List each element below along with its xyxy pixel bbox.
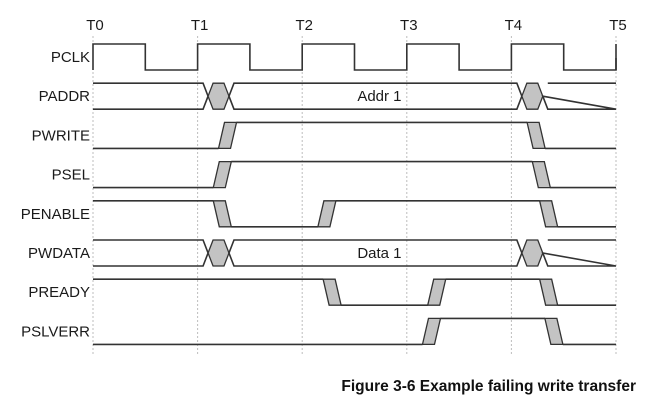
- time-label-t0: T0: [86, 17, 104, 34]
- signal-label-penable: PENABLE: [21, 206, 90, 223]
- bus-transition: [521, 239, 544, 267]
- transition-rise: [217, 121, 238, 150]
- bus-segment: [228, 239, 523, 267]
- transition-rise: [421, 317, 442, 346]
- signal-label-pslverr: PSLVERR: [21, 323, 90, 340]
- bus-segment: [93, 82, 209, 110]
- bus-segment: [541, 82, 617, 110]
- bus-transition: [207, 239, 230, 267]
- signal-penable: PENABLE: [21, 200, 616, 228]
- transition-fall: [531, 160, 552, 189]
- bus-segment: [541, 239, 617, 267]
- transition-fall: [322, 278, 342, 306]
- transition-fall: [526, 121, 546, 150]
- bus-segment: [228, 82, 523, 110]
- signal-pwrite: PWRITE: [32, 121, 616, 150]
- signal-label-pwdata: PWDATA: [28, 245, 90, 262]
- signal-label-paddr: PADDR: [39, 88, 91, 105]
- signal-label-pready: PREADY: [28, 284, 90, 301]
- bus-value-label: Data 1: [357, 245, 401, 262]
- transition-fall: [538, 200, 559, 228]
- signal-pclk: PCLK: [51, 43, 617, 71]
- transition-fall: [544, 317, 564, 346]
- signal-label-psel: PSEL: [52, 167, 90, 184]
- time-label-t2: T2: [295, 17, 313, 34]
- signal-paddr: PADDR Addr 1: [39, 82, 617, 110]
- clock-waveform: [92, 43, 617, 71]
- transition-rise: [317, 200, 337, 228]
- figure-caption: Figure 3-6 Example failing write transfe…: [341, 378, 636, 395]
- bus-transition: [207, 82, 230, 110]
- bus-value-label: Addr 1: [357, 88, 401, 105]
- time-label-t5: T5: [609, 17, 627, 34]
- signal-pready: PREADY: [28, 278, 616, 307]
- transition-fall: [538, 278, 559, 306]
- bus-segment: [93, 239, 209, 267]
- transition-rise: [212, 160, 233, 189]
- signal-psel: PSEL: [52, 160, 616, 189]
- time-label-t4: T4: [505, 17, 523, 34]
- signal-waveforms: PCLK PADDR Addr 1 PWRITE PSEL PENABLE PWDATA Da…: [21, 43, 617, 346]
- signal-pslverr: PSLVERR: [21, 317, 616, 346]
- signal-pwdata: PWDATA Data 1: [28, 239, 617, 267]
- signal-label-pwrite: PWRITE: [32, 127, 90, 144]
- time-label-t1: T1: [191, 17, 209, 34]
- bus-transition: [521, 82, 544, 110]
- transition-rise: [426, 278, 447, 306]
- time-marker-labels: T0 T1 T2 T3 T4 T5: [86, 17, 627, 34]
- time-label-t3: T3: [400, 17, 418, 34]
- signal-label-pclk: PCLK: [51, 49, 90, 66]
- time-gridlines: [92, 36, 617, 356]
- transition-fall: [212, 200, 233, 228]
